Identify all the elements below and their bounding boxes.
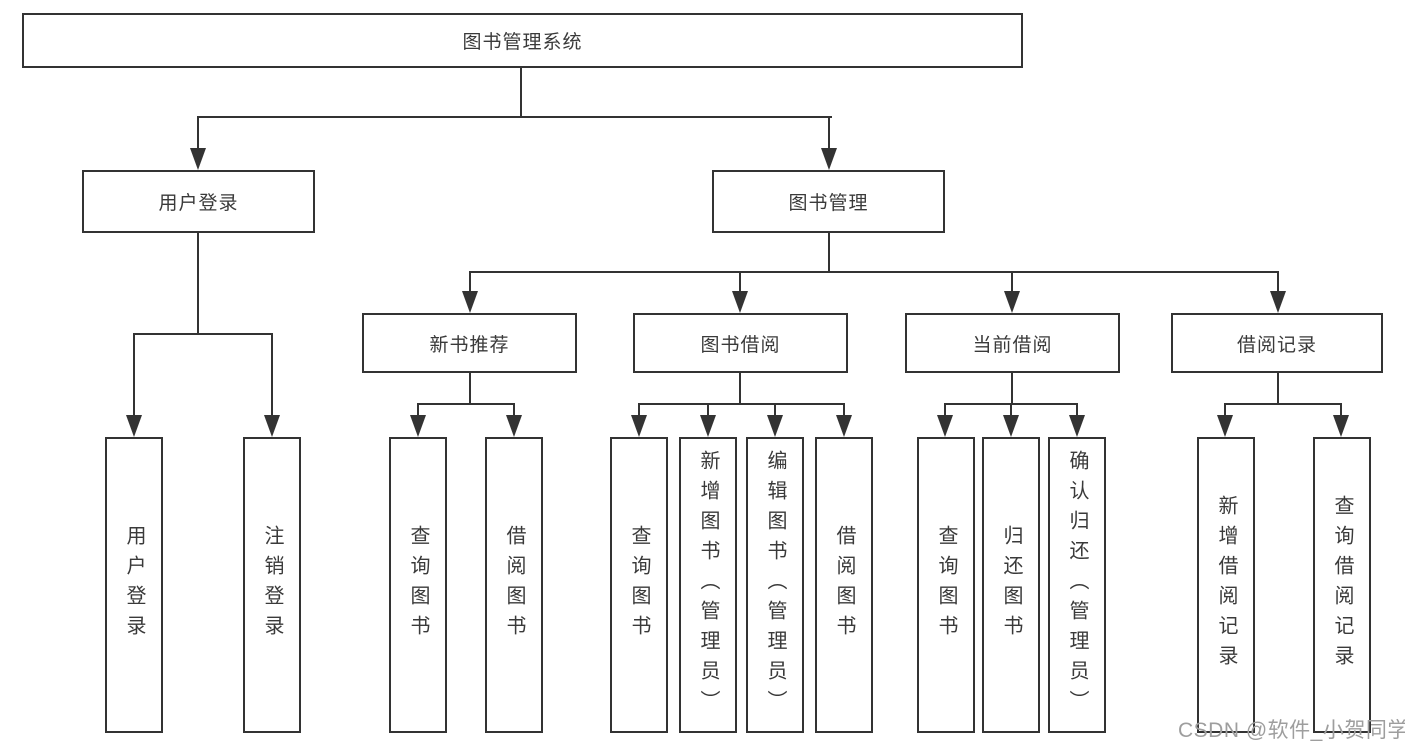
leaf-return-books-label: 归还图书 xyxy=(1000,525,1022,645)
arrowhead-group3-leaf3 xyxy=(767,415,783,437)
node-user-login-label: 用户登录 xyxy=(158,193,239,214)
leaf-borrow-books-recommend: 借阅图书 xyxy=(485,437,543,733)
connector-group5-drop1 xyxy=(1224,403,1226,417)
node-borrowing-records-label: 借阅记录 xyxy=(1236,334,1317,356)
arrowhead-group4-leaf1 xyxy=(937,415,953,437)
leaf-query-books-current: 查询图书 xyxy=(917,437,975,733)
connector-group4-drop2 xyxy=(1010,403,1012,417)
leaf-query-books-borrowing-label: 查询图书 xyxy=(628,525,650,645)
leaf-user-login-label: 用户登录 xyxy=(123,525,145,645)
arrowhead-group5-leaf1 xyxy=(1217,415,1233,437)
connector-group2-drop1 xyxy=(417,403,419,417)
arrowhead-group3-leaf1 xyxy=(631,415,647,437)
node-root-label: 图书管理系统 xyxy=(462,32,583,53)
connector-group3-drop1 xyxy=(638,403,640,417)
leaf-return-books: 归还图书 xyxy=(982,437,1040,733)
arrowhead-group2-leaf2 xyxy=(506,415,522,437)
node-user-login: 用户登录 xyxy=(82,170,315,233)
arrowhead-group4-leaf2 xyxy=(1003,415,1019,437)
arrowhead-group5-leaf2 xyxy=(1333,415,1349,437)
leaf-add-books-admin: 新增图书（管理员） xyxy=(679,437,737,733)
connector-group5-drop2 xyxy=(1340,403,1342,417)
node-new-book-recommend-label: 新书推荐 xyxy=(429,334,510,356)
connector-root-drop xyxy=(520,68,522,118)
connector-group1-rail xyxy=(133,333,273,335)
node-book-management: 图书管理 xyxy=(712,170,945,233)
leaf-add-borrow-record-label: 新增借阅记录 xyxy=(1215,495,1237,675)
leaf-query-books-current-label: 查询图书 xyxy=(935,525,957,645)
arrowhead-group2-leaf1 xyxy=(410,415,426,437)
arrowhead-group1-leaf2 xyxy=(264,415,280,437)
node-new-book-recommend: 新书推荐 xyxy=(362,313,577,373)
leaf-logout: 注销登录 xyxy=(243,437,301,733)
leaf-logout-label: 注销登录 xyxy=(261,525,283,645)
leaf-query-books-recommend: 查询图书 xyxy=(389,437,447,733)
connector-group4-drop1 xyxy=(944,403,946,417)
arrowhead-group1-leaf1 xyxy=(126,415,142,437)
arrowhead-group4-leaf3 xyxy=(1069,415,1085,437)
node-book-borrowing: 图书借阅 xyxy=(633,313,848,373)
leaf-user-login: 用户登录 xyxy=(105,437,163,733)
leaf-query-borrow-record: 查询借阅记录 xyxy=(1313,437,1371,733)
watermark: CSDN @软件_小贺同学 xyxy=(1178,719,1405,742)
leaf-query-borrow-record-label: 查询借阅记录 xyxy=(1331,495,1353,675)
connector-group1-drop2 xyxy=(271,333,273,417)
leaf-edit-books-admin-label: 编辑图书（管理员） xyxy=(764,450,786,720)
connector-level3-rail xyxy=(469,271,1279,273)
connector-group3-rail xyxy=(638,403,845,405)
node-book-borrowing-label: 图书借阅 xyxy=(700,334,781,356)
arrowhead-group3-leaf2 xyxy=(700,415,716,437)
connector-drop-borrowrecords xyxy=(1277,271,1279,293)
arrowhead-user-login xyxy=(190,148,206,170)
connector-bookmgmt-drop xyxy=(828,233,830,273)
connector-group3-drop2 xyxy=(707,403,709,417)
arrowhead-group3-leaf4 xyxy=(836,415,852,437)
node-current-borrowing-label: 当前借阅 xyxy=(972,334,1053,356)
node-book-management-label: 图书管理 xyxy=(788,193,869,214)
arrowhead-book-mgmt xyxy=(821,148,837,170)
connector-group3-drop xyxy=(739,373,741,405)
leaf-add-books-admin-label: 新增图书（管理员） xyxy=(697,450,719,720)
node-current-borrowing: 当前借阅 xyxy=(905,313,1120,373)
connector-level2-rail xyxy=(197,116,832,118)
leaf-borrow-books-recommend-label: 借阅图书 xyxy=(503,525,525,645)
leaf-query-books-recommend-label: 查询图书 xyxy=(407,525,429,645)
leaf-add-borrow-record: 新增借阅记录 xyxy=(1197,437,1255,733)
node-borrowing-records: 借阅记录 xyxy=(1171,313,1383,373)
connector-group2-drop xyxy=(469,373,471,405)
connector-group4-drop xyxy=(1011,373,1013,405)
connector-group2-drop2 xyxy=(513,403,515,417)
connector-drop-newbook xyxy=(469,271,471,293)
connector-userlogin-drop xyxy=(197,233,199,335)
node-root: 图书管理系统 xyxy=(22,13,1023,68)
connector-group5-rail xyxy=(1224,403,1342,405)
leaf-confirm-return-admin: 确认归还（管理员） xyxy=(1048,437,1106,733)
arrowhead-borrowrecords xyxy=(1270,291,1286,313)
connector-drop-bookborrow xyxy=(739,271,741,293)
connector-drop-currentborrow xyxy=(1011,271,1013,293)
leaf-borrow-books: 借阅图书 xyxy=(815,437,873,733)
leaf-edit-books-admin: 编辑图书（管理员） xyxy=(746,437,804,733)
connector-drop-book-mgmt xyxy=(828,116,830,150)
leaf-confirm-return-admin-label: 确认归还（管理员） xyxy=(1066,450,1088,720)
leaf-borrow-books-label: 借阅图书 xyxy=(833,525,855,645)
connector-group1-drop1 xyxy=(133,333,135,417)
arrowhead-newbook xyxy=(462,291,478,313)
connector-group2-rail xyxy=(417,403,515,405)
connector-group3-drop3 xyxy=(774,403,776,417)
connector-group4-drop3 xyxy=(1076,403,1078,417)
arrowhead-bookborrow xyxy=(732,291,748,313)
connector-group5-drop xyxy=(1277,373,1279,405)
connector-drop-user-login xyxy=(197,116,199,150)
arrowhead-currentborrow xyxy=(1004,291,1020,313)
leaf-query-books-borrowing: 查询图书 xyxy=(610,437,668,733)
connector-group3-drop4 xyxy=(843,403,845,417)
